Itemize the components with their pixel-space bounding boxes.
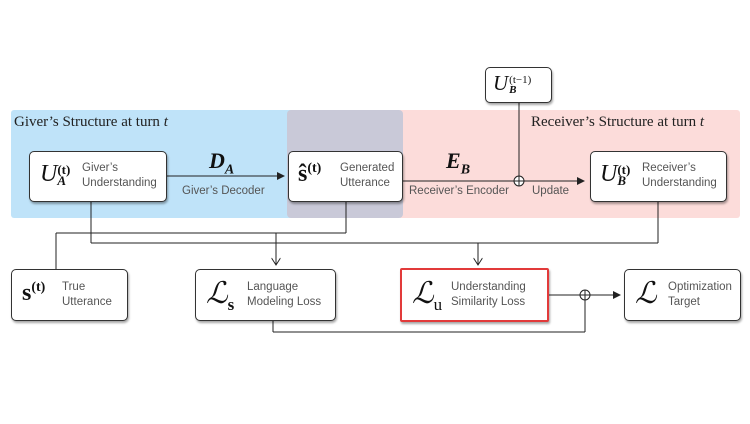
giver-structure-title: Giver’s Structure at turn t: [14, 114, 168, 130]
giver-understanding-symbol: U (t) A: [40, 161, 71, 189]
encoder-label: Receiver’s Encoder: [409, 185, 509, 197]
generated-utterance-symbol: ŝ(t): [298, 161, 322, 187]
receiver-understanding-symbol: U (t) B: [600, 161, 631, 189]
encoder-symbol: EB: [446, 148, 471, 178]
understanding-similarity-loss-symbol: ℒu: [412, 277, 443, 314]
optimization-target-symbol: ℒ: [635, 277, 657, 310]
language-modeling-loss-symbol: ℒs: [206, 277, 235, 314]
true-utterance-symbol: s(t): [22, 280, 46, 306]
decoder-symbol: DA: [209, 148, 235, 178]
receiver-prev-understanding-symbol: U (t−1) B: [493, 71, 532, 97]
decoder-label: Giver’s Decoder: [182, 185, 265, 197]
receiver-structure-title: Receiver’s Structure at turn t: [531, 114, 705, 131]
update-label: Update: [532, 185, 570, 197]
receiver-prev-understanding-node: U (t−1) B: [485, 67, 552, 103]
